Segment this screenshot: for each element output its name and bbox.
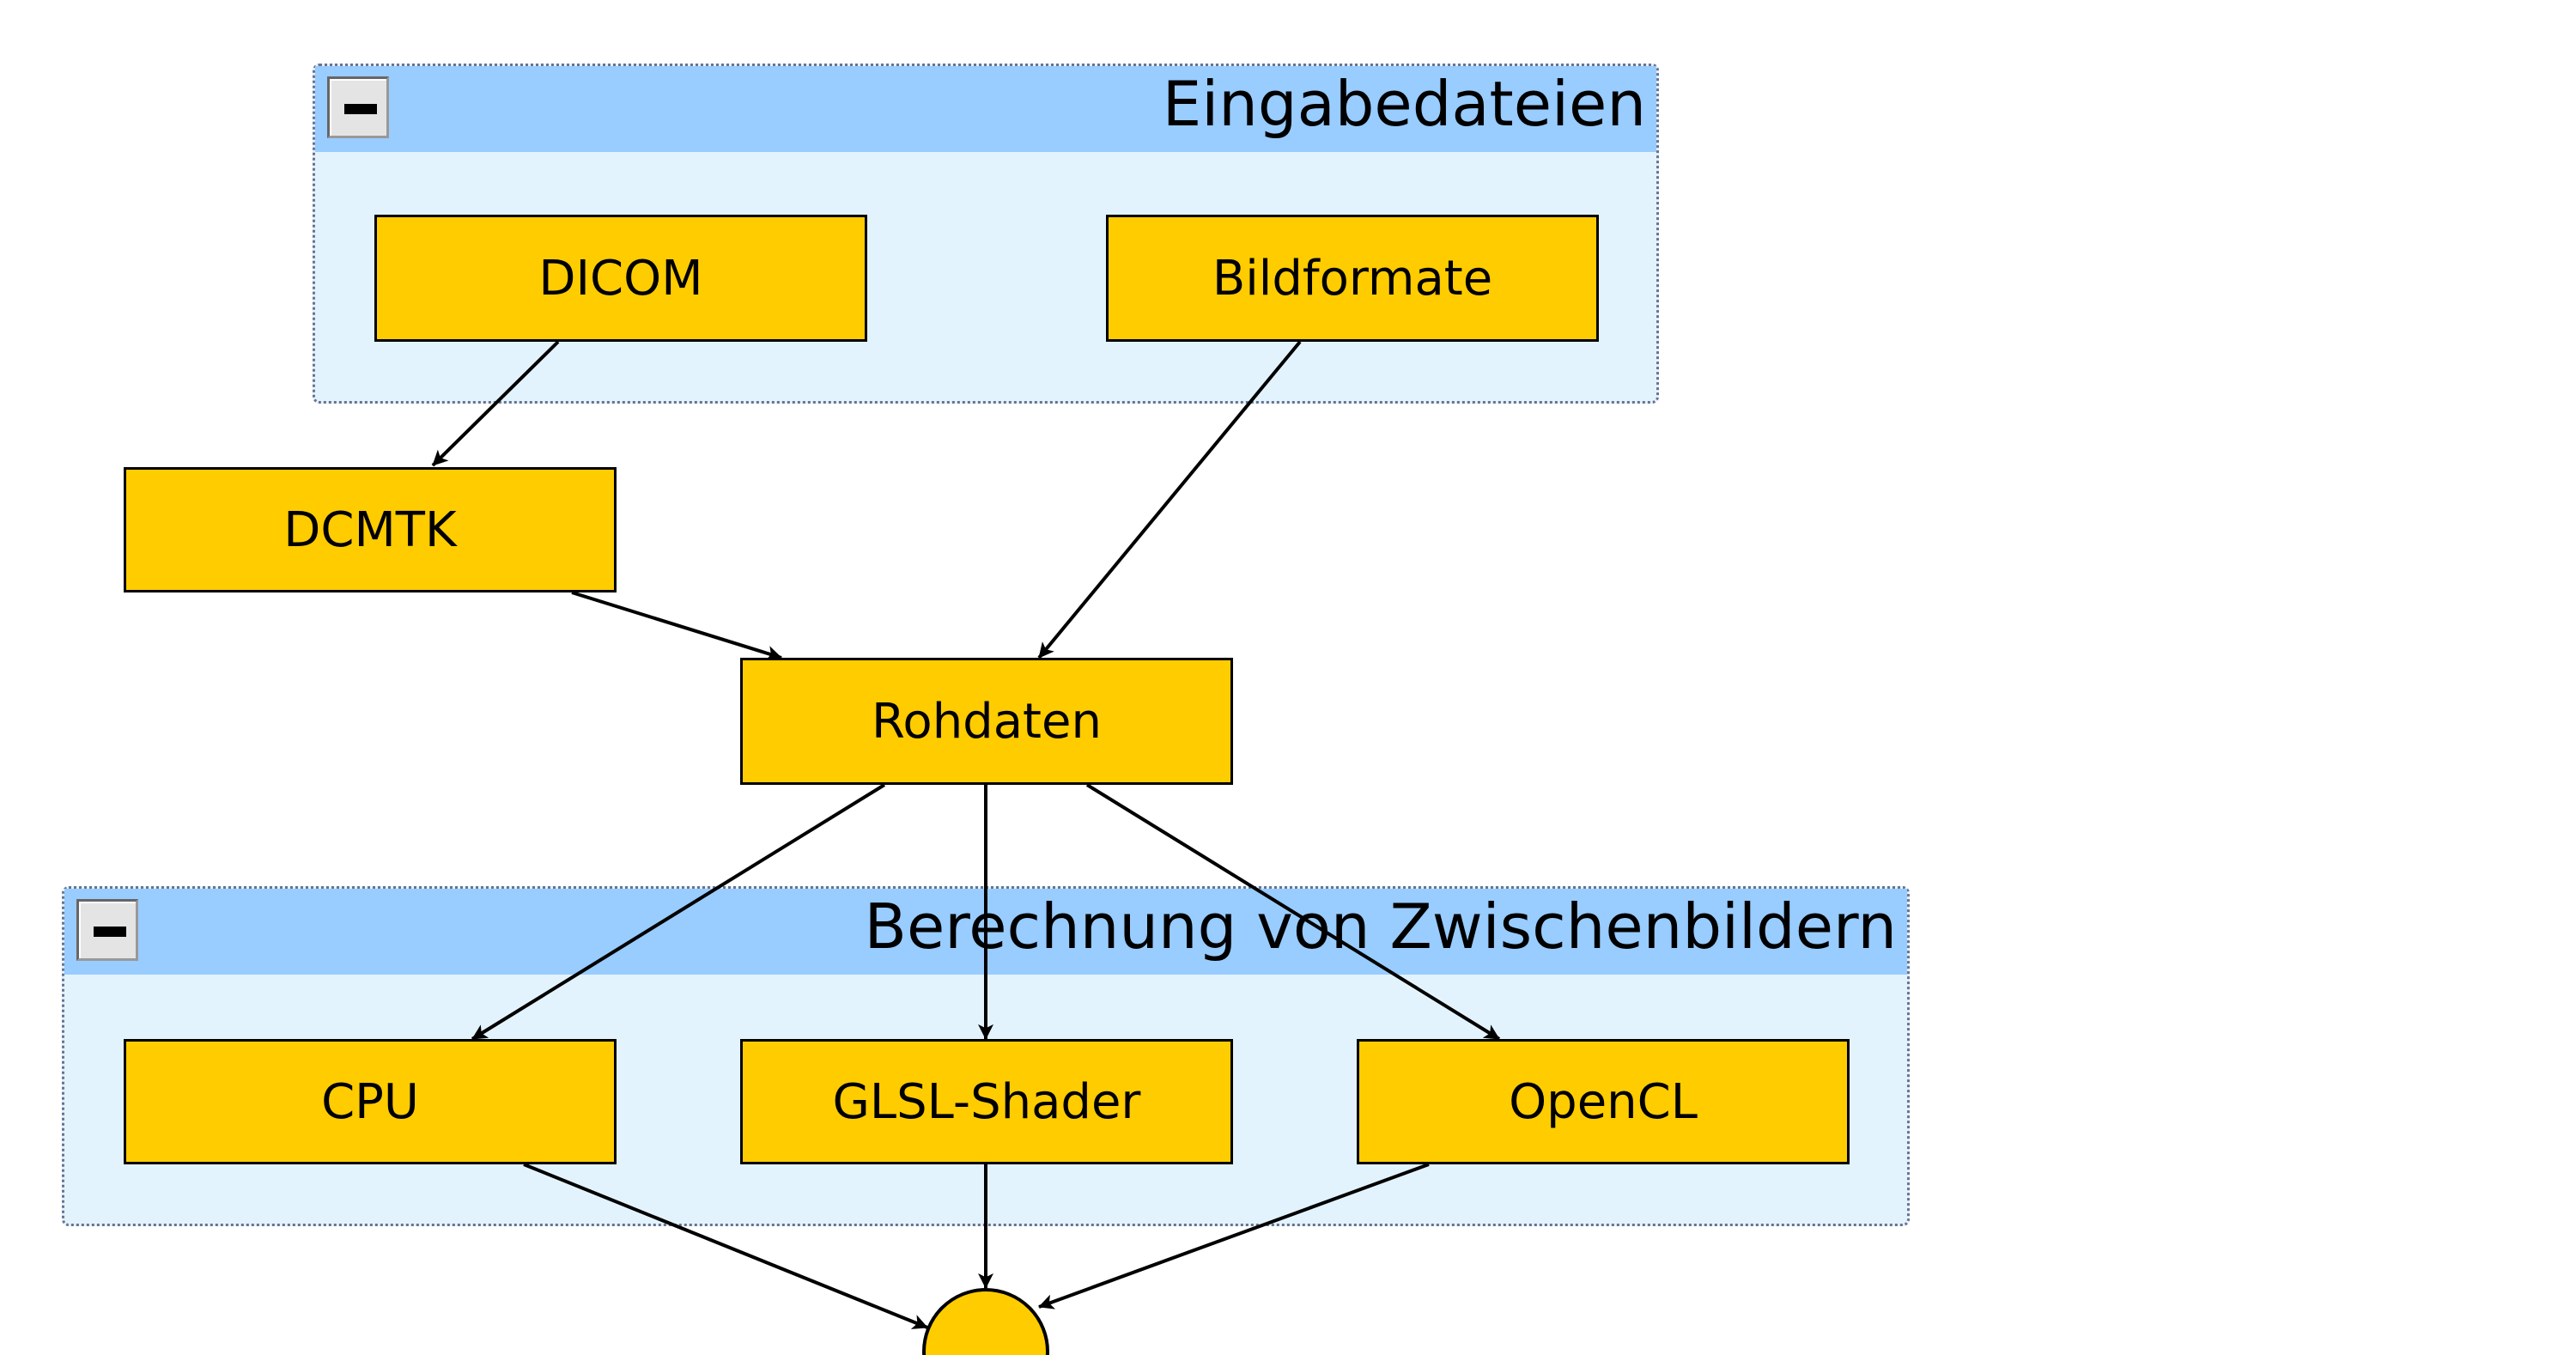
edge-bildformate-rohdaten [1037, 340, 1302, 659]
edge-rohdaten-cpu [471, 783, 886, 1041]
collapse-button[interactable] [327, 76, 389, 138]
edge-opencl-merge [1038, 1163, 1430, 1309]
merge-node [922, 1288, 1049, 1355]
node-dcmtk[interactable]: DCMTK [124, 467, 617, 592]
collapse-button[interactable] [76, 899, 138, 961]
edge-rohdaten-opencl [1085, 783, 1501, 1041]
node-glsl-shader[interactable]: GLSL-Shader [740, 1039, 1233, 1164]
node-dicom[interactable]: DICOM [374, 215, 867, 342]
minus-icon [344, 104, 377, 114]
group-title: Berechnung von Zwischenbildern [864, 890, 1897, 963]
group-title: Eingabedateien [1162, 68, 1646, 140]
node-bildformate[interactable]: Bildformate [1106, 215, 1599, 342]
minus-icon [94, 927, 126, 937]
edge-cpu-merge [523, 1163, 928, 1329]
group-header: Eingabedateien [315, 66, 1656, 152]
edge-dicom-dcmtk [431, 340, 560, 467]
node-opencl[interactable]: OpenCL [1357, 1039, 1850, 1164]
edge-dcmtk-rohdaten [571, 591, 782, 661]
node-cpu[interactable]: CPU [124, 1039, 617, 1164]
node-rohdaten[interactable]: Rohdaten [740, 658, 1233, 785]
